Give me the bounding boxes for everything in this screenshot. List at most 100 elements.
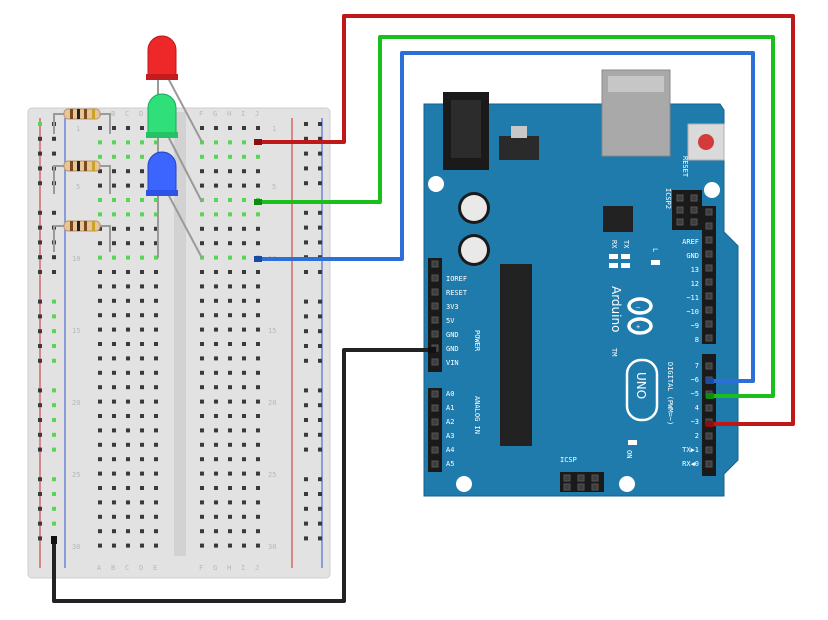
breadboard-hole[interactable] xyxy=(154,486,158,490)
breadboard-hole[interactable] xyxy=(112,414,116,418)
breadboard-hole[interactable] xyxy=(214,471,218,476)
breadboard-hole[interactable] xyxy=(112,442,116,447)
breadboard-hole[interactable] xyxy=(154,241,158,246)
breadboard-hole[interactable] xyxy=(242,529,246,534)
breadboard-hole[interactable] xyxy=(52,403,56,408)
breadboard-hole[interactable] xyxy=(38,166,42,171)
breadboard-hole[interactable] xyxy=(200,212,204,217)
breadboard-hole[interactable] xyxy=(140,183,144,188)
breadboard-hole[interactable] xyxy=(140,457,144,462)
breadboard-hole[interactable] xyxy=(318,432,322,437)
breadboard-hole[interactable] xyxy=(228,486,232,490)
breadboard-hole[interactable] xyxy=(242,327,246,332)
digital-pin[interactable] xyxy=(705,320,713,328)
breadboard-hole[interactable] xyxy=(98,313,102,318)
breadboard-hole[interactable] xyxy=(242,241,246,246)
breadboard-hole[interactable] xyxy=(256,241,260,246)
breadboard-hole[interactable] xyxy=(214,370,218,375)
digital-pin[interactable] xyxy=(705,432,713,440)
breadboard-hole[interactable] xyxy=(126,500,130,505)
analog-pin[interactable] xyxy=(431,460,439,468)
breadboard-hole[interactable] xyxy=(126,370,130,375)
breadboard-hole[interactable] xyxy=(126,543,130,548)
breadboard-hole[interactable] xyxy=(318,122,322,126)
breadboard-hole[interactable] xyxy=(304,477,308,482)
breadboard-hole[interactable] xyxy=(140,198,144,202)
breadboard-hole[interactable] xyxy=(126,313,130,318)
breadboard-hole[interactable] xyxy=(154,313,158,318)
breadboard-hole[interactable] xyxy=(154,270,158,274)
icsp-pin[interactable] xyxy=(577,483,585,491)
breadboard-hole[interactable] xyxy=(242,126,246,130)
breadboard-hole[interactable] xyxy=(256,327,260,332)
breadboard-hole[interactable] xyxy=(304,403,308,408)
digital-pin[interactable] xyxy=(705,404,713,412)
breadboard-hole[interactable] xyxy=(126,154,130,159)
breadboard-hole[interactable] xyxy=(98,169,102,174)
breadboard-hole[interactable] xyxy=(112,342,116,346)
breadboard-hole[interactable] xyxy=(228,126,232,130)
breadboard-hole[interactable] xyxy=(228,342,232,346)
breadboard-hole[interactable] xyxy=(256,154,260,159)
breadboard-hole[interactable] xyxy=(154,500,158,505)
breadboard-hole[interactable] xyxy=(242,486,246,490)
breadboard-hole[interactable] xyxy=(38,314,42,319)
breadboard-hole[interactable] xyxy=(304,299,308,304)
breadboard-hole[interactable] xyxy=(318,329,322,334)
breadboard-hole[interactable] xyxy=(228,241,232,246)
breadboard-hole[interactable] xyxy=(242,342,246,346)
breadboard-hole[interactable] xyxy=(140,500,144,505)
breadboard-hole[interactable] xyxy=(318,151,322,156)
icsp2-pin[interactable] xyxy=(690,194,698,202)
breadboard-hole[interactable] xyxy=(38,506,42,511)
breadboard-hole[interactable] xyxy=(98,183,102,188)
breadboard-hole[interactable] xyxy=(318,418,322,422)
breadboard-hole[interactable] xyxy=(318,270,322,274)
breadboard-hole[interactable] xyxy=(126,471,130,476)
breadboard-hole[interactable] xyxy=(112,270,116,274)
breadboard-hole[interactable] xyxy=(304,225,308,230)
breadboard-hole[interactable] xyxy=(112,126,116,130)
breadboard-hole[interactable] xyxy=(214,270,218,274)
breadboard-hole[interactable] xyxy=(154,414,158,418)
breadboard-hole[interactable] xyxy=(154,543,158,548)
breadboard-hole[interactable] xyxy=(256,442,260,447)
breadboard-hole[interactable] xyxy=(200,342,204,346)
breadboard-hole[interactable] xyxy=(256,471,260,476)
breadboard-hole[interactable] xyxy=(154,370,158,375)
power-pin[interactable] xyxy=(431,274,439,282)
breadboard-hole[interactable] xyxy=(200,313,204,318)
breadboard-hole[interactable] xyxy=(214,414,218,418)
breadboard-hole[interactable] xyxy=(154,342,158,346)
breadboard-hole[interactable] xyxy=(228,255,232,260)
breadboard-hole[interactable] xyxy=(38,270,42,274)
breadboard-hole[interactable] xyxy=(256,399,260,404)
breadboard-hole[interactable] xyxy=(214,198,218,202)
breadboard-hole[interactable] xyxy=(140,140,144,145)
breadboard-hole[interactable] xyxy=(228,270,232,274)
breadboard-hole[interactable] xyxy=(242,457,246,462)
breadboard-hole[interactable] xyxy=(242,428,246,433)
breadboard-hole[interactable] xyxy=(256,457,260,462)
breadboard-hole[interactable] xyxy=(200,169,204,174)
breadboard-hole[interactable] xyxy=(38,299,42,304)
breadboard-hole[interactable] xyxy=(228,543,232,548)
breadboard-hole[interactable] xyxy=(154,212,158,217)
breadboard-hole[interactable] xyxy=(200,529,204,534)
breadboard-hole[interactable] xyxy=(98,356,102,361)
breadboard-hole[interactable] xyxy=(52,344,56,348)
breadboard-hole[interactable] xyxy=(38,329,42,334)
breadboard-hole[interactable] xyxy=(98,529,102,534)
breadboard-hole[interactable] xyxy=(242,543,246,548)
breadboard-hole[interactable] xyxy=(256,212,260,217)
breadboard-hole[interactable] xyxy=(214,500,218,505)
breadboard-hole[interactable] xyxy=(140,471,144,476)
breadboard-hole[interactable] xyxy=(318,492,322,496)
breadboard-hole[interactable] xyxy=(200,471,204,476)
breadboard-hole[interactable] xyxy=(38,151,42,156)
digital-pin[interactable] xyxy=(705,222,713,230)
breadboard-hole[interactable] xyxy=(140,169,144,174)
breadboard-hole[interactable] xyxy=(304,521,308,526)
breadboard-hole[interactable] xyxy=(304,122,308,126)
icsp-pin[interactable] xyxy=(577,474,585,482)
